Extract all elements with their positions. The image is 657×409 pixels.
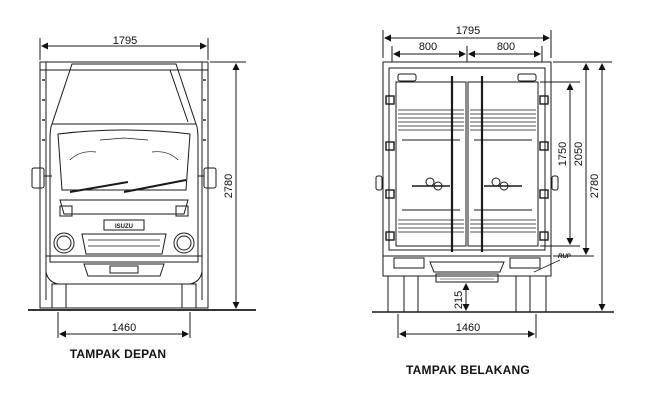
- front-brand-badge-box: [103, 219, 145, 231]
- rear-left-door: [395, 81, 467, 247]
- front-width-dimension: [39, 38, 209, 60]
- front-left-headlight: [53, 232, 75, 254]
- rear-cargo-box: [382, 61, 552, 257]
- front-bumper: [45, 255, 203, 285]
- rear-left-wheel: [387, 275, 405, 313]
- rear-view: [372, 30, 614, 338]
- front-view: [28, 38, 256, 338]
- front-cargo-box: [39, 61, 209, 309]
- rear-height-dimension: [594, 61, 612, 311]
- front-brand-label: ISUZU: [115, 224, 133, 230]
- rear-track-label: 1460: [456, 322, 480, 334]
- front-right-mirror: [203, 167, 217, 189]
- rear-width-label: 1795: [456, 25, 480, 37]
- rear-height-label: 2780: [589, 174, 601, 198]
- rear-half-width-dimension: [391, 46, 543, 62]
- rear-underrun-guard: [429, 261, 505, 273]
- rear-bumper: [382, 255, 552, 277]
- front-width-label: 1795: [113, 35, 137, 47]
- rear-width-dimension: [382, 30, 552, 58]
- front-windshield: [57, 129, 191, 191]
- rear-right-tail-light: [509, 257, 541, 269]
- front-left-wheel: [51, 283, 67, 309]
- rear-box-height-dimension: [553, 61, 594, 257]
- front-right-wheel: [181, 283, 197, 309]
- front-height-dimension: [210, 61, 246, 309]
- rear-door-height-label: 1750: [557, 142, 569, 166]
- rear-box-height-label: 2050: [573, 142, 585, 166]
- rear-track-dimension: [397, 314, 537, 338]
- front-track-label: 1460: [112, 322, 136, 334]
- rear-half-left-label: 800: [419, 41, 437, 53]
- front-right-headlight: [173, 232, 195, 254]
- rear-right-wheel: [529, 275, 547, 313]
- front-height-label: 2780: [223, 174, 235, 198]
- rear-door-height-dimension: [540, 81, 580, 247]
- rear-ground-clearance-label: 215: [453, 291, 465, 309]
- front-left-mirror: [31, 167, 45, 189]
- front-track-dimension: [57, 312, 191, 338]
- front-view-caption: TAMPAK DEPAN: [70, 347, 166, 361]
- rear-half-right-label: 800: [497, 41, 515, 53]
- front-cab: [49, 123, 199, 263]
- rear-door-handles: [412, 177, 522, 191]
- rear-view-caption: TAMPAK BELAKANG: [406, 363, 530, 377]
- rear-right-door: [467, 81, 539, 247]
- rear-left-tail-light: [393, 257, 425, 269]
- rear-rup-label: RUP: [558, 254, 572, 260]
- front-wind-deflector: [51, 63, 197, 125]
